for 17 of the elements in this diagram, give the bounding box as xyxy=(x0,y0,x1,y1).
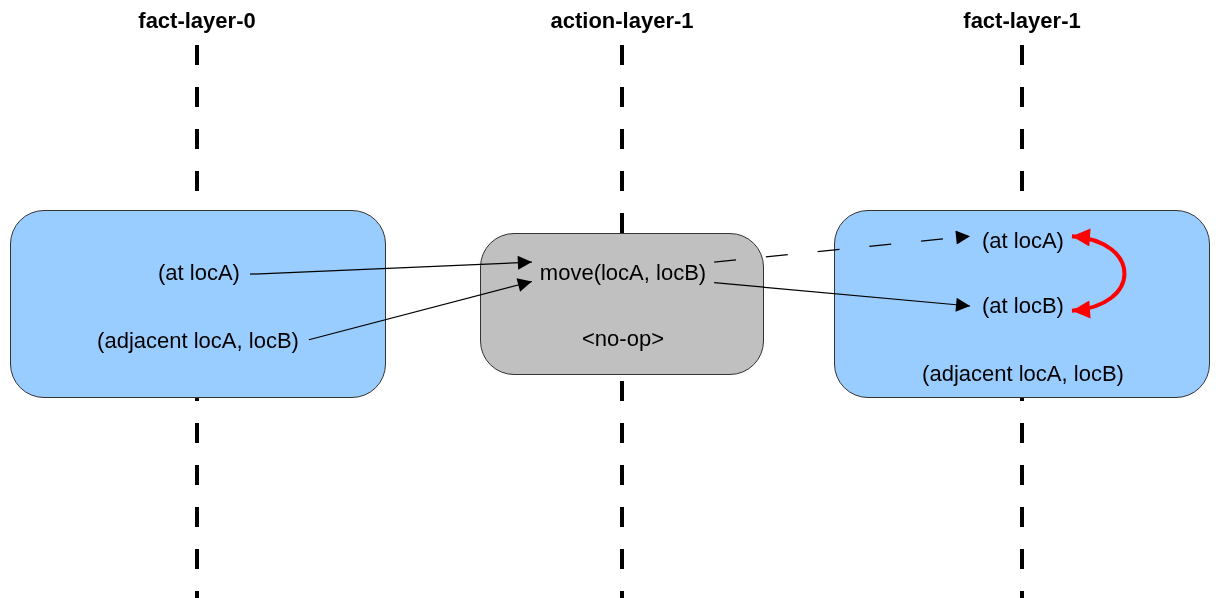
column-header: action-layer-1 xyxy=(550,8,694,34)
node-text: (at locB) xyxy=(982,293,1064,319)
arrow xyxy=(249,255,533,275)
layer-box xyxy=(834,210,1210,398)
column-header: fact-layer-1 xyxy=(963,8,1081,34)
layer-box xyxy=(480,233,764,375)
node-text: <no-op> xyxy=(582,326,664,352)
column-header: fact-layer-0 xyxy=(138,8,256,34)
node-text: move(locA, locB) xyxy=(539,260,707,286)
curved-arrow xyxy=(1071,229,1127,318)
node-text: (adjacent locA, locB) xyxy=(97,328,299,354)
node-text: (adjacent locA, locB) xyxy=(922,361,1124,387)
layer-box xyxy=(10,210,386,398)
node-text: (at locA) xyxy=(158,260,240,286)
arrow xyxy=(713,282,971,312)
node-text: (at locA) xyxy=(982,228,1064,254)
arrow xyxy=(308,278,533,341)
